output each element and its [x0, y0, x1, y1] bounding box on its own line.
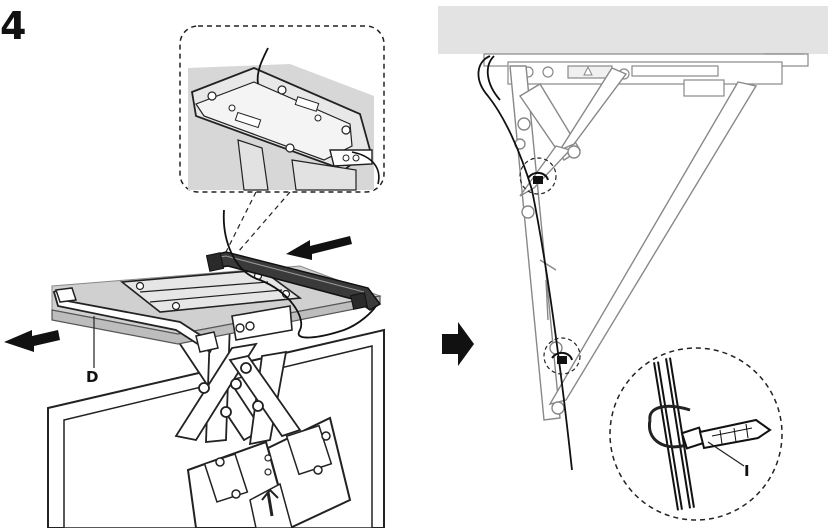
zoom-leader [225, 191, 291, 253]
bracket-d-label: D [86, 368, 99, 386]
ceiling-plate-side [483, 53, 809, 97]
cable-tie-label: I [744, 462, 750, 480]
cable-tie-marker-upper [519, 157, 557, 195]
bracket-d [52, 287, 219, 368]
right-panel [438, 6, 828, 521]
ceiling-plate [51, 265, 382, 345]
right-arrow-icon [442, 322, 474, 366]
scissor-arms-side [509, 65, 758, 421]
ceiling [438, 6, 828, 54]
step-number: 4 [0, 4, 27, 48]
zoom-detail [179, 25, 385, 193]
insert-arrow-icon [4, 330, 60, 352]
left-panel [4, 25, 385, 528]
scissor-arms [174, 320, 302, 446]
cable-tie-marker-lower [543, 337, 581, 375]
cable-tie-zoom [609, 347, 783, 521]
slide-arrow-icon [286, 236, 352, 260]
back-bracket [205, 251, 382, 311]
vesa-plate [186, 416, 352, 528]
